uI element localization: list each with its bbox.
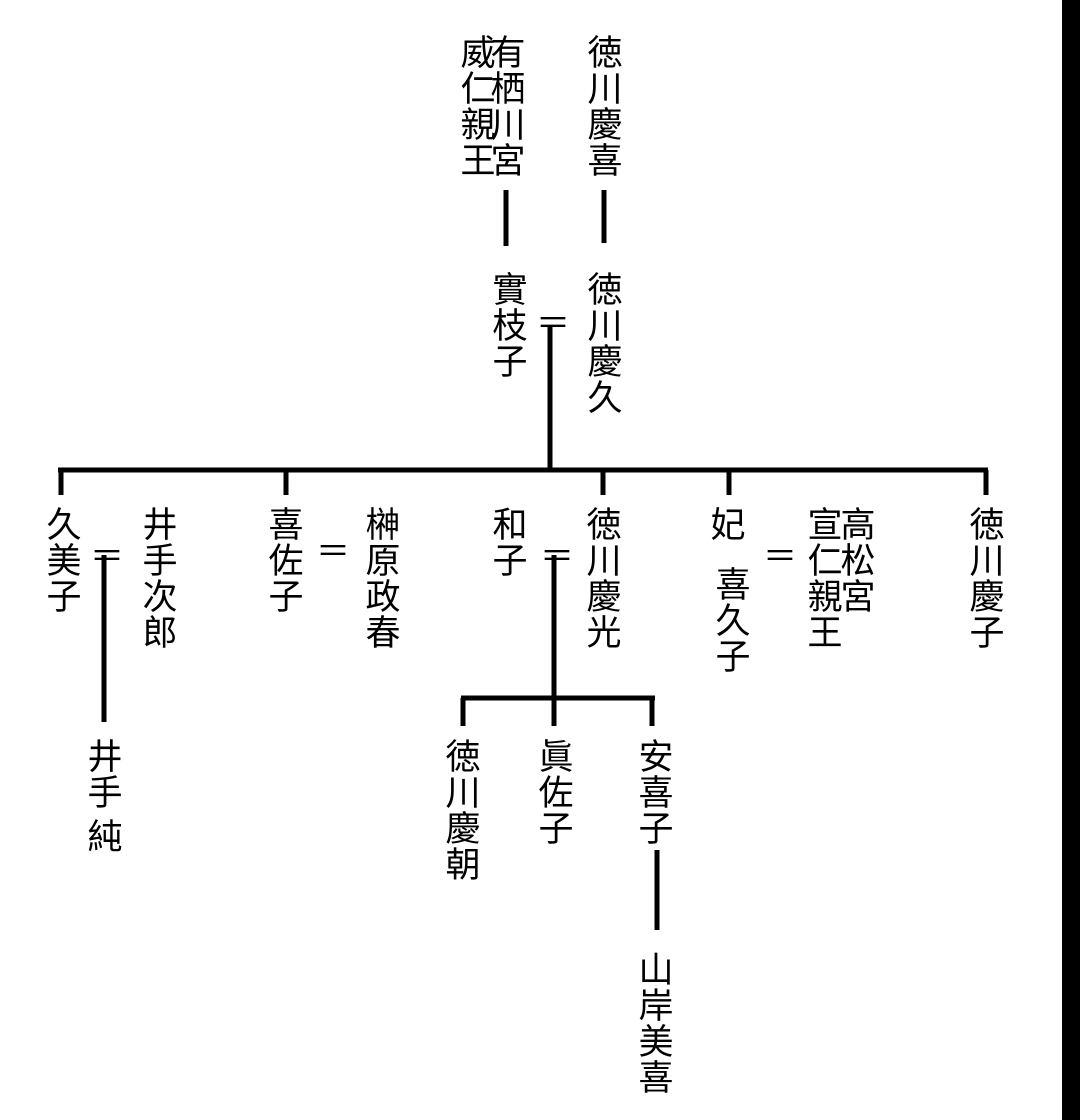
name-kumiko: 久 美 子 [46,506,82,618]
name-yamagishi-miki: 山 岸 美 喜 [638,951,674,1099]
name-kikuko-prefix: 妃 [710,506,746,546]
marriage-symbol: ＝ [90,537,124,577]
name-takamatsu-nobuhito-line1: 高 松 宮 [840,506,876,618]
name-kikuko: 喜 久 子 [715,566,751,678]
marriage-symbol: ＝ [763,537,797,577]
name-saneko: 實 枝 子 [492,271,528,383]
name-arisugawa-takehito-line1: 有 栖 川 宮 [490,34,526,182]
name-tokugawa-yoshiko: 徳 川 慶 子 [969,506,1005,654]
marriage-symbol: ＝ [316,532,350,572]
name-tokugawa-yoshitomo: 徳 川 慶 朝 [445,738,481,886]
name-kazuko: 和 子 [492,506,528,582]
marriage-symbol: ＝ [536,304,570,344]
name-takamatsu-nobuhito-line2: 宣 仁 親 王 [807,506,843,654]
name-kisako: 喜 佐 子 [268,506,304,618]
name-tokugawa-yoshihisa: 徳 川 慶 久 [587,271,623,419]
name-masako: 眞 佐 子 [538,738,574,850]
name-ide-jun-surname: 井 手 [87,738,123,814]
marriage-symbol: ＝ [540,537,574,577]
name-ide-jun-given: 純 [87,818,123,858]
name-tokugawa-yoshinobu: 徳 川 慶 喜 [587,34,623,182]
right-edge-bar [1062,0,1080,1120]
name-akiko: 安 喜 子 [638,738,674,850]
name-sakakibara-masaharu: 榊 原 政 春 [365,506,401,654]
name-ide-jiro: 井 手 次 郎 [142,506,178,654]
name-arisugawa-takehito-line2: 威 仁 親 王 [460,34,496,182]
name-tokugawa-yoshimitsu: 徳 川 慶 光 [586,506,622,654]
